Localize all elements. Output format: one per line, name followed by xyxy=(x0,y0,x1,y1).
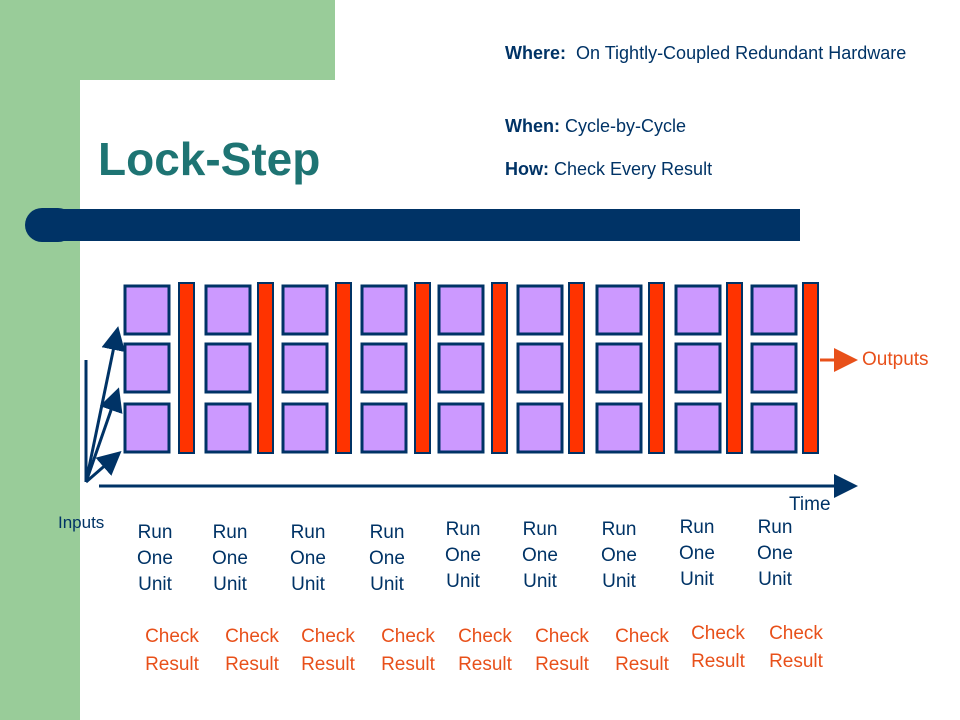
run-one-unit-label: Run One Unit xyxy=(369,522,405,595)
check-result-label: Check Result xyxy=(769,623,823,672)
unit-box xyxy=(595,284,643,336)
check-result-label: Check Result xyxy=(381,626,435,675)
unit-box xyxy=(750,402,798,454)
unit-box xyxy=(204,342,252,394)
check-bar xyxy=(726,282,743,454)
where-line: Where: On Tightly-Coupled Redundant Hard… xyxy=(505,41,935,65)
run-one-unit-label: Run One Unit xyxy=(137,522,173,595)
unit-box xyxy=(360,402,408,454)
unit-box xyxy=(123,284,171,336)
unit-box xyxy=(437,284,485,336)
when-text: Cycle-by-Cycle xyxy=(565,116,687,136)
unit-box xyxy=(674,284,722,336)
unit-box xyxy=(204,402,252,454)
check-result-label: Check Result xyxy=(535,626,589,675)
input-arrow xyxy=(84,387,123,483)
unit-box xyxy=(204,284,252,336)
when-line: When: Cycle-by-Cycle xyxy=(505,114,686,138)
top-decor-band xyxy=(0,0,335,80)
time-label: Time xyxy=(789,494,831,515)
left-decor-band xyxy=(0,0,80,720)
check-result-label: Check Result xyxy=(691,623,745,672)
unit-box xyxy=(516,402,564,454)
unit-box xyxy=(281,342,329,394)
check-bar xyxy=(491,282,508,454)
check-result-label: Check Result xyxy=(145,626,199,675)
unit-box xyxy=(674,342,722,394)
run-one-unit-label: Run One Unit xyxy=(212,522,248,595)
unit-box xyxy=(595,342,643,394)
inputs-label: Inputs xyxy=(58,513,105,532)
unit-box xyxy=(595,402,643,454)
how-text: Check Every Result xyxy=(554,159,713,179)
check-bar xyxy=(414,282,431,454)
check-bar xyxy=(178,282,195,454)
check-bar xyxy=(802,282,819,454)
run-one-unit-label: Run One Unit xyxy=(522,519,558,592)
check-bar xyxy=(335,282,352,454)
unit-box xyxy=(750,284,798,336)
run-one-unit-label: Run One Unit xyxy=(601,519,637,592)
outputs-label: Outputs xyxy=(862,349,929,370)
input-arrow xyxy=(85,451,122,484)
run-one-unit-label: Run One Unit xyxy=(679,517,715,590)
check-result-label: Check Result xyxy=(225,626,279,675)
unit-box xyxy=(360,284,408,336)
where-text: On Tightly-Coupled Redundant Hardware xyxy=(576,43,907,63)
unit-box xyxy=(437,402,485,454)
unit-box xyxy=(674,402,722,454)
check-result-label: Check Result xyxy=(301,626,355,675)
check-bar xyxy=(568,282,585,454)
unit-box xyxy=(437,342,485,394)
unit-box xyxy=(281,402,329,454)
check-bar xyxy=(648,282,665,454)
header-bar xyxy=(62,209,800,241)
run-one-unit-label: Run One Unit xyxy=(445,519,481,592)
unit-box xyxy=(123,402,171,454)
unit-box xyxy=(750,342,798,394)
unit-box xyxy=(516,284,564,336)
how-line: How: Check Every Result xyxy=(505,157,712,181)
run-one-unit-label: Run One Unit xyxy=(757,517,793,590)
when-label: When: xyxy=(505,116,560,136)
unit-box xyxy=(123,342,171,394)
how-label: How: xyxy=(505,159,549,179)
run-one-unit-label: Run One Unit xyxy=(290,522,326,595)
unit-box xyxy=(360,342,408,394)
slide-title: Lock-Step xyxy=(98,133,321,185)
where-label: Where: xyxy=(505,43,567,63)
check-bar xyxy=(257,282,274,454)
check-result-label: Check Result xyxy=(615,626,669,675)
unit-box xyxy=(516,342,564,394)
check-result-label: Check Result xyxy=(458,626,512,675)
unit-box xyxy=(281,284,329,336)
